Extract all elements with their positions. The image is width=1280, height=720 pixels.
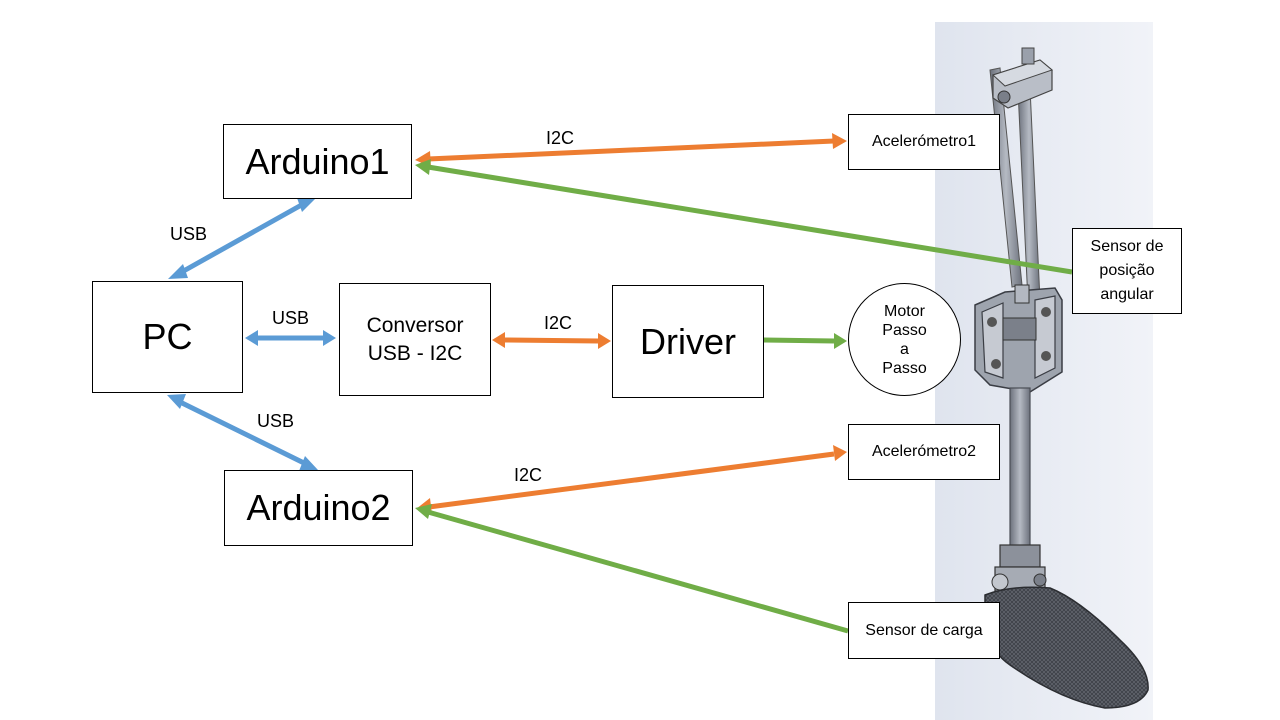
motor-label-line2: Passo <box>882 321 927 339</box>
signal-arrow-load-sensor-arduino2 <box>415 504 849 634</box>
arduino1-node: Arduino1 <box>223 124 412 199</box>
driver-node: Driver <box>612 285 764 398</box>
usb-arrow-pc-conversor <box>245 330 336 346</box>
i2c-label-arduino1-accel1: I2C <box>546 128 575 148</box>
shank-tube <box>1009 387 1031 549</box>
conversor-node: Conversor USB - I2C <box>339 283 491 396</box>
signal-arrow-driver-motor <box>763 333 847 349</box>
conversor-label-line2: USB - I2C <box>367 341 463 365</box>
stepper-motor-node: Motor Passo a Passo <box>848 283 961 396</box>
i2c-label-conversor-driver: I2C <box>544 313 573 333</box>
accelerometer1-node: Acelerómetro1 <box>848 114 1000 170</box>
connections <box>167 133 1073 634</box>
ankle-adapter <box>991 544 1047 592</box>
usb-arrow-pc-arduino1 <box>168 197 317 279</box>
angle-sensor-node: Sensor de posição angular <box>1072 228 1182 314</box>
usb-label-pc-arduino1: USB <box>170 224 208 244</box>
top-clamp <box>992 47 1054 109</box>
motor-label-line1: Motor <box>884 302 925 320</box>
usb-label-pc-conversor: USB <box>272 308 310 328</box>
usb-label-pc-arduino2: USB <box>257 411 295 431</box>
usb-arrow-pc-arduino2 <box>167 394 318 471</box>
angle-sensor-label-line1: Sensor de <box>1090 238 1164 255</box>
conversor-label-line1: Conversor <box>366 313 464 337</box>
pc-node: PC <box>92 281 243 393</box>
prosthetic-foot <box>984 586 1149 709</box>
knee-joint <box>974 284 1063 393</box>
accelerometer2-node: Acelerómetro2 <box>848 424 1000 480</box>
angle-sensor-label-line2: posição <box>1099 262 1155 279</box>
i2c-arrow-conversor-driver <box>492 332 611 349</box>
motor-label-line3: a <box>900 340 909 358</box>
arduino2-node: Arduino2 <box>224 470 413 546</box>
load-sensor-node: Sensor de carga <box>848 602 1000 659</box>
signal-arrow-angle-sensor-arduino1 <box>415 159 1073 275</box>
motor-label-line4: Passo <box>882 359 927 377</box>
i2c-arrow-arduino1-accel1 <box>415 133 847 167</box>
i2c-label-arduino2-accel2: I2C <box>514 465 543 485</box>
angle-sensor-label-line3: angular <box>1100 286 1154 303</box>
i2c-arrow-arduino2-accel2 <box>416 445 847 514</box>
